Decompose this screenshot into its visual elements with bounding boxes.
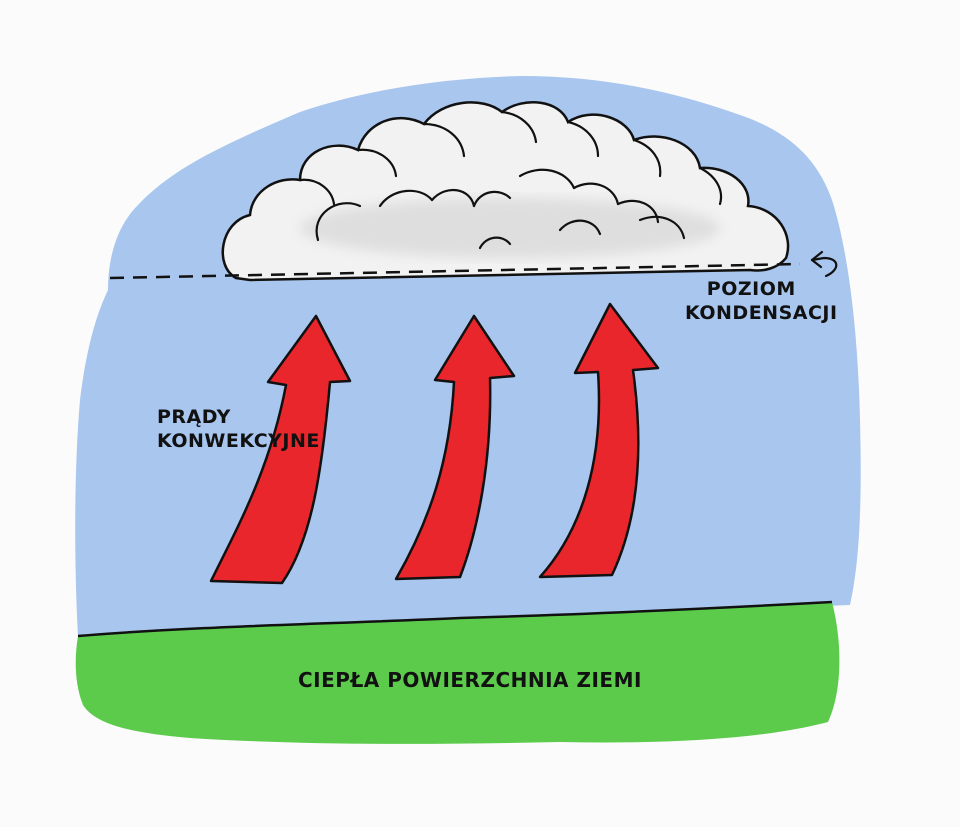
condensation-level-label-line-2: KONDENSACJI	[685, 301, 838, 324]
cloud-puff-lines	[298, 110, 723, 250]
cloud-shadow	[300, 198, 720, 258]
convective-currents-label: PRĄDY KONWEKCYJNE	[157, 406, 320, 454]
condensation-level-label-line-1: POZIOM	[706, 278, 796, 300]
convection-arrows	[209, 302, 660, 585]
condensation-pointer-arrow	[810, 250, 838, 278]
condensation-level-label: POZIOM KONDENSACJI	[685, 278, 838, 326]
horizon-line	[77, 600, 833, 638]
condensation-level-line	[109, 262, 801, 280]
convection-arrow-3	[538, 302, 660, 579]
convective-currents-label-line-2: KONWEKCYJNE	[157, 429, 320, 452]
convection-arrow-2	[394, 314, 516, 581]
cumulus-cloud	[221, 101, 790, 282]
convective-currents-label-line-1: PRĄDY	[157, 406, 231, 428]
ground-label: CIEPŁA POWIERZCHNIA ZIEMI	[298, 668, 642, 692]
ground-area	[75, 602, 840, 744]
convection-arrow-1	[209, 314, 352, 585]
